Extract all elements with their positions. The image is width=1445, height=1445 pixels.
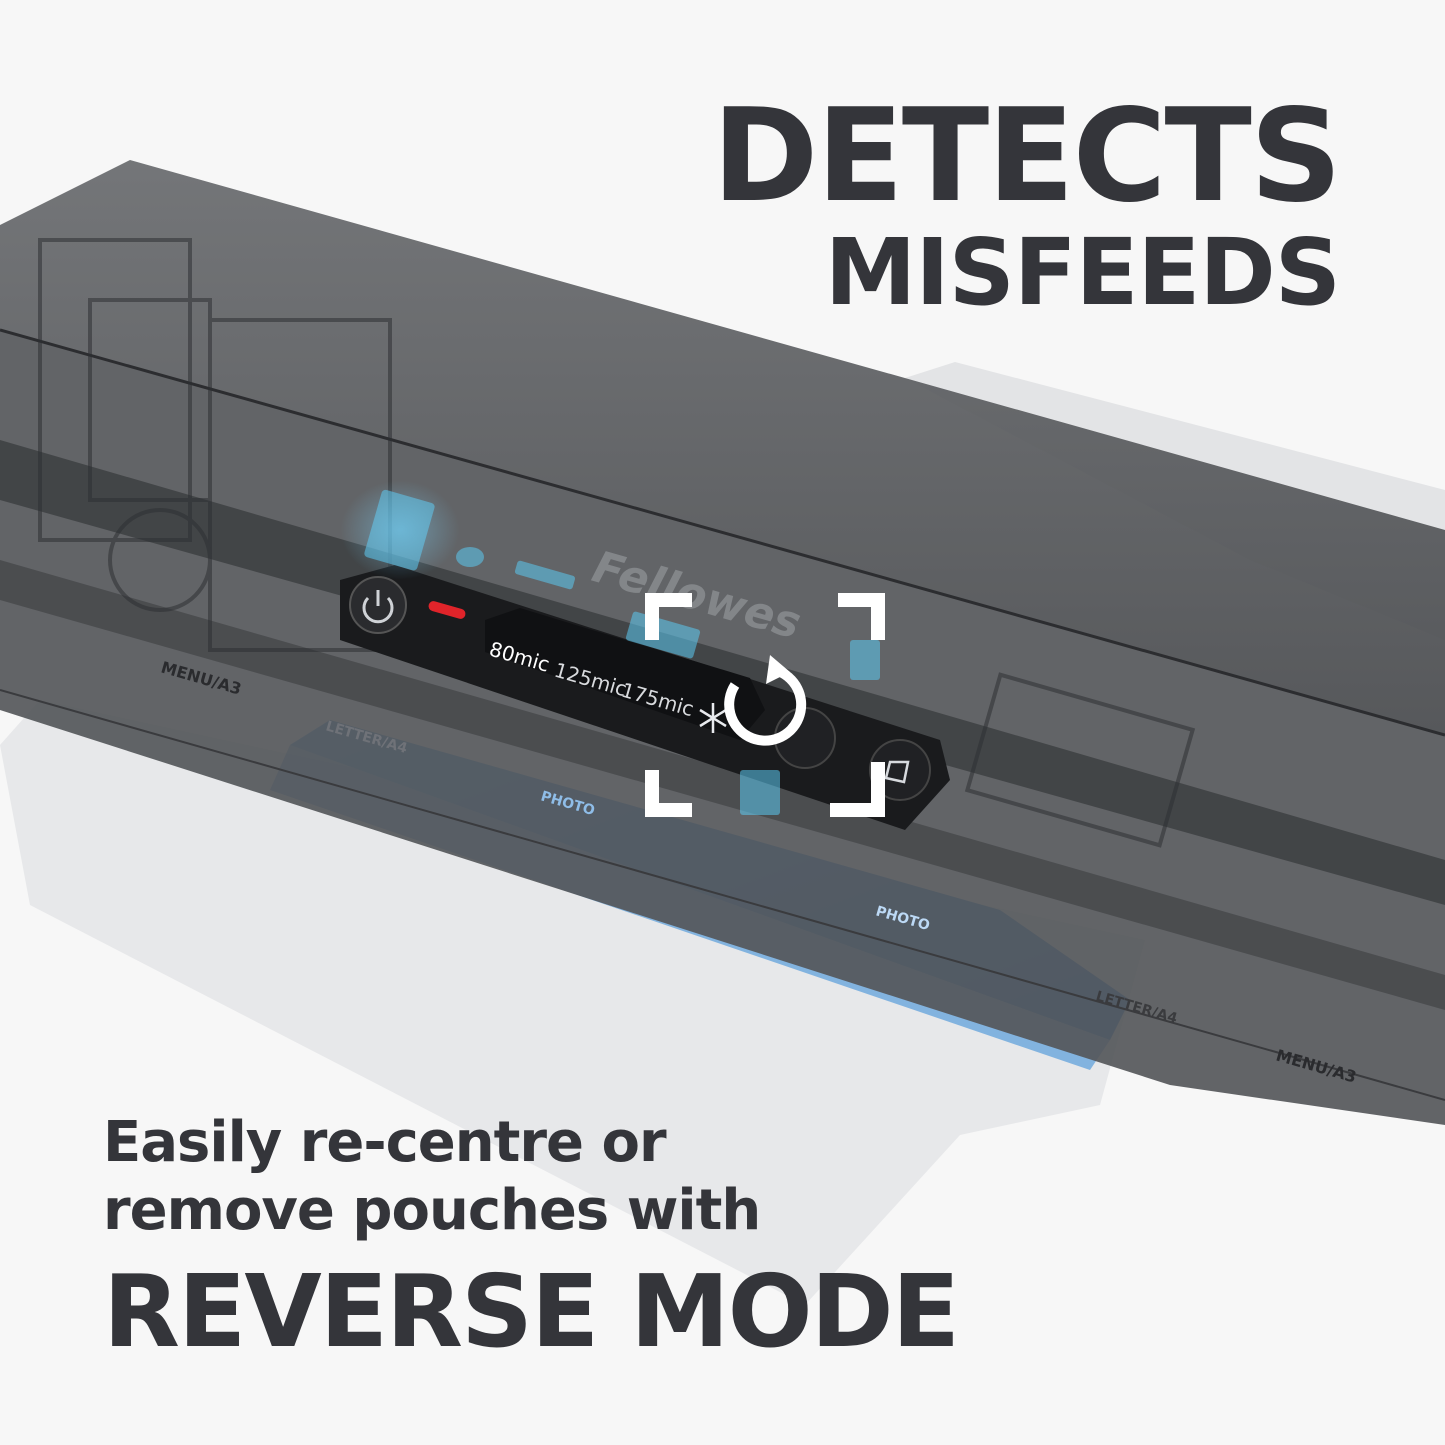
internal-roller-lower	[0, 560, 1445, 1010]
caption-line-1: Easily re-centre or	[103, 1110, 667, 1175]
power-icon	[362, 590, 394, 624]
snowflake-icon	[699, 703, 727, 733]
reverse-focus-frame	[645, 593, 885, 817]
pouch-sheet	[0, 700, 1145, 1305]
thickness-selector[interactable]	[485, 608, 765, 740]
caption-line-3: REVERSE MODE	[103, 1253, 960, 1370]
laminator-top-cover	[0, 160, 1445, 735]
caption-line-2: remove pouches with	[103, 1178, 761, 1243]
control-panel: 80mic 125mic 175mic	[340, 565, 950, 830]
headline-line-2: MISFEEDS	[824, 219, 1341, 326]
bottom-edge-line	[0, 689, 1445, 1101]
reverse-icon	[724, 655, 807, 746]
highlight-glow	[340, 480, 460, 580]
status-light	[428, 601, 466, 619]
headline-line-1: DETECTS	[712, 82, 1342, 231]
top-edge-line	[0, 328, 1445, 737]
pouch-release-icon	[884, 760, 910, 784]
